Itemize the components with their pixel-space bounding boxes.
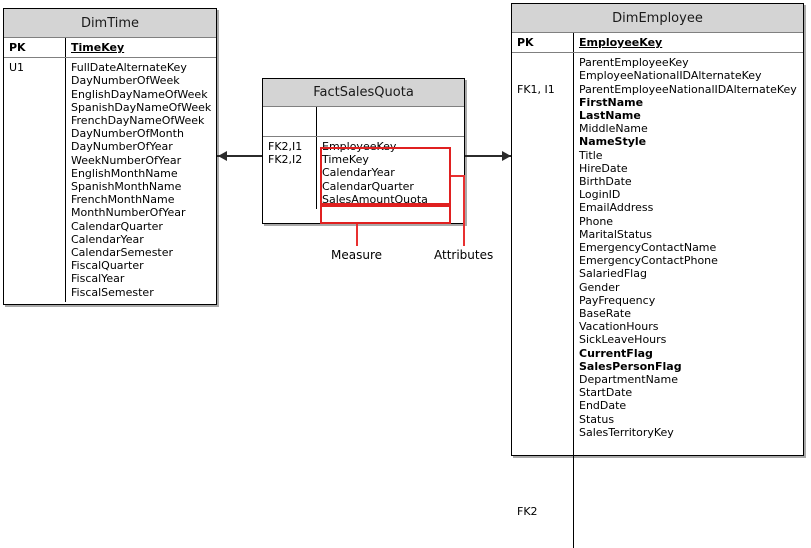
- dim-employee-pk-key: PK: [512, 33, 574, 53]
- entity-dim-time[interactable]: DimTime PK TimeKey U1 FullDateAlternateK…: [3, 8, 217, 305]
- field-name: WeekNumberOfYear: [71, 153, 182, 167]
- field-name: DepartmentName: [579, 373, 679, 387]
- field-name: EndDate: [579, 399, 627, 413]
- field-name: FrenchMonthName: [71, 193, 175, 207]
- attributes-leader-horizontal: [451, 175, 465, 177]
- entity-title-dim-employee: DimEmployee: [512, 4, 803, 33]
- field-name: FrenchDayNameOfWeek: [71, 114, 205, 128]
- field-name: FirstName: [579, 95, 644, 109]
- field-name: MonthNumberOfYear: [71, 206, 186, 220]
- relationship-line-employee: [465, 155, 511, 157]
- field-name: Gender: [579, 280, 620, 294]
- field-name: HireDate: [579, 161, 628, 175]
- field-name: EmailAddress: [579, 201, 654, 215]
- field-name: FiscalQuarter: [71, 259, 144, 273]
- field-name: SalesAmountQuota: [322, 192, 428, 206]
- field-name: Phone: [579, 214, 614, 228]
- dim-employee-pk-field-col: EmployeeKey: [574, 33, 803, 52]
- field-name: CalendarYear: [71, 232, 144, 246]
- field-name: CalendarQuarter: [71, 219, 163, 233]
- field-name: BaseRate: [579, 307, 632, 321]
- field-name: EmployeeNationalIDAlternateKey: [579, 69, 762, 83]
- field-name: PayFrequency: [579, 293, 656, 307]
- entity-title-fact-sales-quota: FactSalesQuota: [263, 79, 464, 107]
- dim-time-pk-field-col: TimeKey: [66, 38, 216, 57]
- field-name: FiscalYear: [71, 272, 125, 286]
- dim-employee-fk2-key: FK2: [517, 505, 538, 519]
- field-name: FiscalSemester: [71, 285, 154, 299]
- field-name: SpanishDayNameOfWeek: [71, 100, 212, 114]
- field-name: DayNumberOfYear: [71, 140, 173, 154]
- entity-fact-sales-quota[interactable]: FactSalesQuota FK2,I1 FK2,I2 EmployeeKey…: [262, 78, 465, 224]
- field-name: ParentEmployeeNationalIDAlternateKey: [579, 82, 797, 96]
- field-name: SalariedFlag: [579, 267, 647, 281]
- field-name: MiddleName: [579, 122, 648, 136]
- field-name: LoginID: [579, 188, 621, 202]
- dim-time-pk-key: PK: [4, 38, 66, 58]
- attributes-annotation-label: Attributes: [434, 248, 494, 262]
- field-name: MaritalStatus: [579, 227, 652, 241]
- relationship-arrow-time-icon: [218, 151, 227, 161]
- relationship-line-time: [217, 155, 262, 157]
- field-name: Title: [579, 148, 603, 162]
- field-name: DayNumberOfMonth: [71, 127, 184, 141]
- fact-sales-quota-pk-field-col: [317, 107, 464, 136]
- field-name: CurrentFlag: [579, 346, 653, 360]
- fact-sales-quota-pk-section: [263, 107, 464, 137]
- field-name: ParentEmployeeKey: [579, 56, 689, 70]
- field-name: NameStyle: [579, 135, 647, 149]
- field-name: CalendarYear: [322, 166, 395, 180]
- dim-time-body-key: U1: [4, 58, 66, 302]
- dim-employee-body-key-col: FK1, I1 FK2: [512, 53, 574, 548]
- field-name: CalendarSemester: [71, 246, 174, 260]
- attributes-leader-vertical: [463, 175, 465, 246]
- field-name: LastName: [579, 109, 641, 123]
- field-name: EnglishDayNameOfWeek: [71, 87, 208, 101]
- dim-employee-pk-section: PK EmployeeKey: [512, 33, 803, 54]
- fact-sales-quota-pk-key: [263, 107, 317, 136]
- field-name: EmployeeKey: [322, 140, 397, 153]
- field-name: StartDate: [579, 386, 633, 400]
- dim-time-pk-section: PK TimeKey: [4, 38, 216, 59]
- dim-employee-pk-field: EmployeeKey: [579, 36, 663, 49]
- field-name: FullDateAlternateKey: [71, 61, 187, 75]
- entity-title-dim-time: DimTime: [4, 9, 216, 38]
- field-name: VacationHours: [579, 320, 659, 334]
- dim-employee-fk1-key: FK1, I1: [517, 82, 555, 96]
- field-name: EnglishMonthName: [71, 166, 178, 180]
- entity-dim-employee[interactable]: DimEmployee PK EmployeeKey FK1, I1 FK2 P…: [511, 3, 804, 548]
- field-name: BirthDate: [579, 175, 632, 189]
- field-name: SalesPersonFlag: [579, 359, 682, 373]
- field-name: SalesTerritoryKey: [579, 425, 674, 439]
- field-name: Status: [579, 412, 615, 426]
- fact-sales-quota-measure-list: SalesAmountQuota: [322, 193, 464, 206]
- field-name: SpanishMonthName: [71, 180, 182, 194]
- measure-annotation-label: Measure: [331, 248, 382, 262]
- field-name: EmergencyContactPhone: [579, 254, 718, 268]
- measure-leader-line: [356, 224, 358, 246]
- dim-time-pk-field: TimeKey: [71, 41, 125, 54]
- relationship-arrow-employee-icon: [502, 151, 511, 161]
- field-name: CalendarQuarter: [322, 179, 414, 193]
- field-name: EmergencyContactName: [579, 241, 717, 255]
- dim-employee-key-spacer: [517, 122, 573, 478]
- field-name: SickLeaveHours: [579, 333, 667, 347]
- fact-sales-quota-body-key: FK2,I1 FK2,I2: [263, 137, 317, 210]
- field-name: TimeKey: [322, 153, 369, 167]
- field-name: DayNumberOfWeek: [71, 74, 180, 88]
